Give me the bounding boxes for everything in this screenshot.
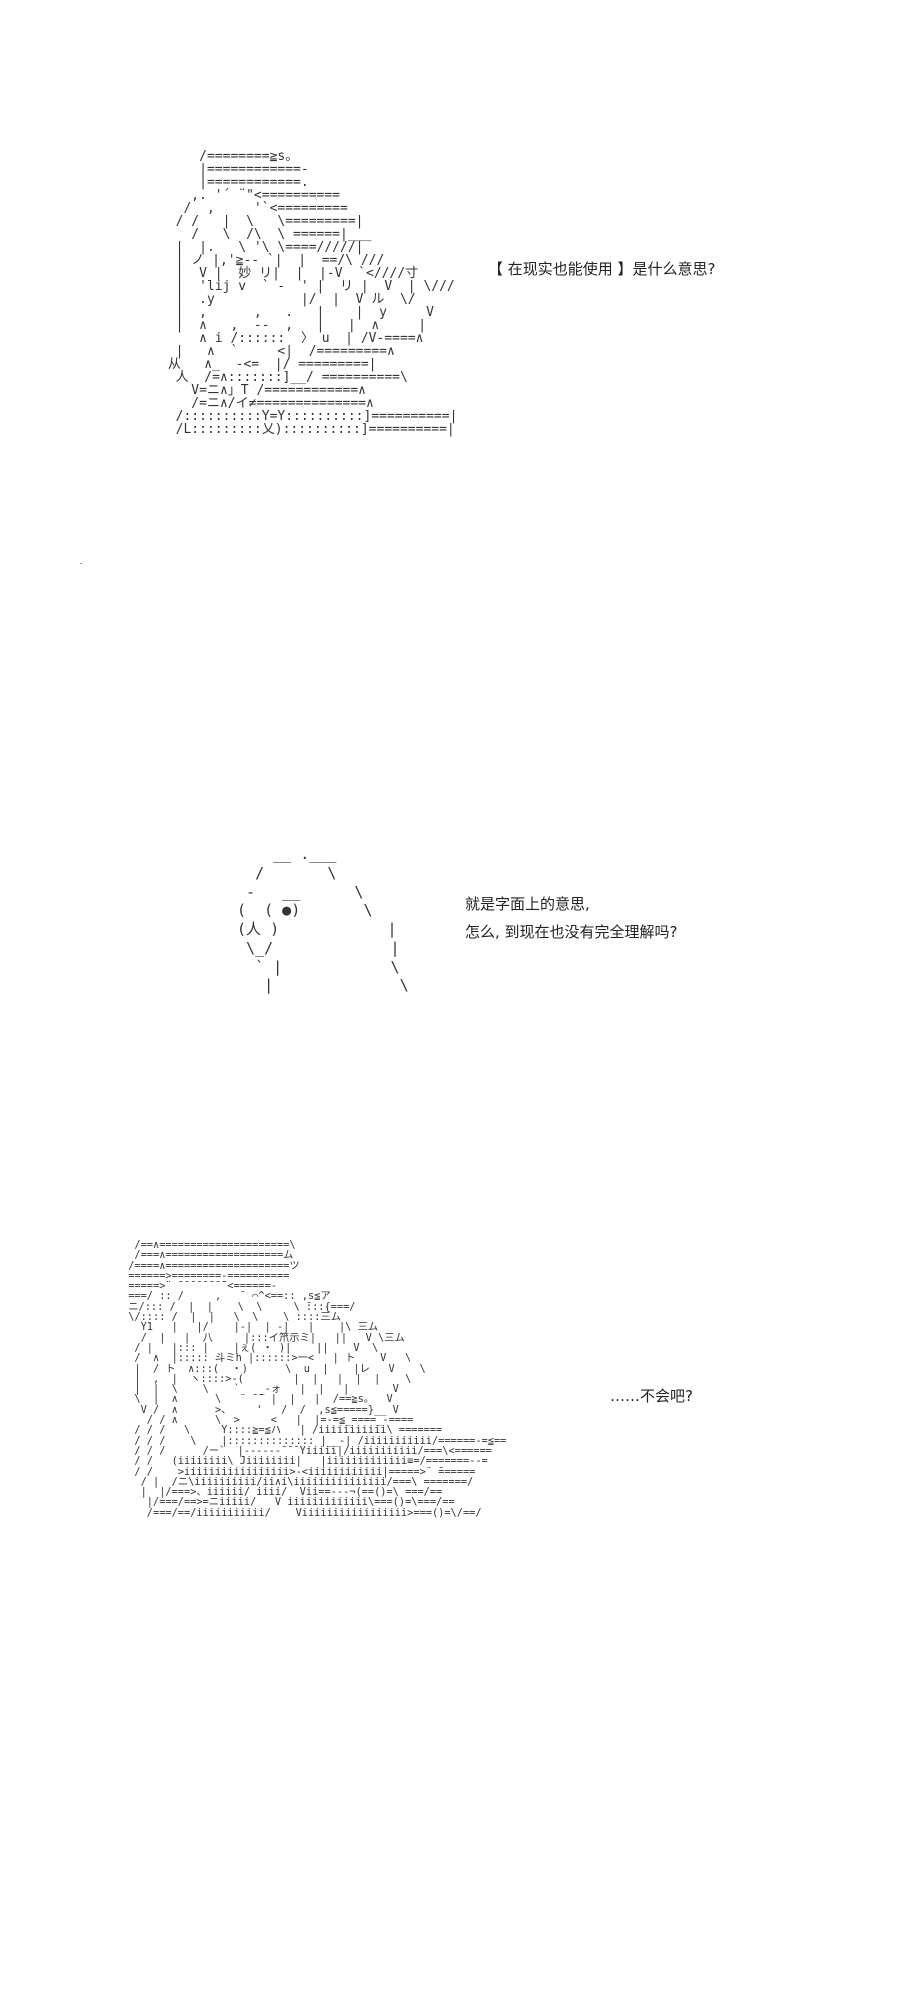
caption-line: 【 在现实也能使用 】是什么意思? <box>488 260 716 278</box>
dialogue-caption-3: ……不会吧? <box>610 1382 693 1410</box>
caption-line: ……不会吧? <box>610 1387 693 1405</box>
dialogue-caption-2: 就是字面上的意思, 怎么, 到现在也没有完全理解吗? <box>465 890 678 946</box>
ascii-art-round-face: __ .___ / \ - __ \ ( ( ●) \ (人 ) | \_/ |… <box>237 845 409 995</box>
panel-3: /==∧=====================\ /===∧========… <box>0 1240 900 1760</box>
caption-line: 怎么, 到现在也没有完全理解吗? <box>465 923 678 941</box>
caption-line: 就是字面上的意思, <box>465 895 590 913</box>
ascii-art-girl-surprised: /==∧=====================\ /===∧========… <box>128 1239 507 1519</box>
panel-1: /========≧s。 |============- |===========… <box>0 150 900 610</box>
panel-2: __ .___ / \ - __ \ ( ( ●) \ (人 ) | \_/ |… <box>0 845 900 1005</box>
ascii-art-girl-thinking: /========≧s。 |============- |===========… <box>167 149 458 437</box>
dialogue-caption-1: 【 在现实也能使用 】是什么意思? <box>488 255 716 283</box>
stray-mark <box>80 563 82 564</box>
